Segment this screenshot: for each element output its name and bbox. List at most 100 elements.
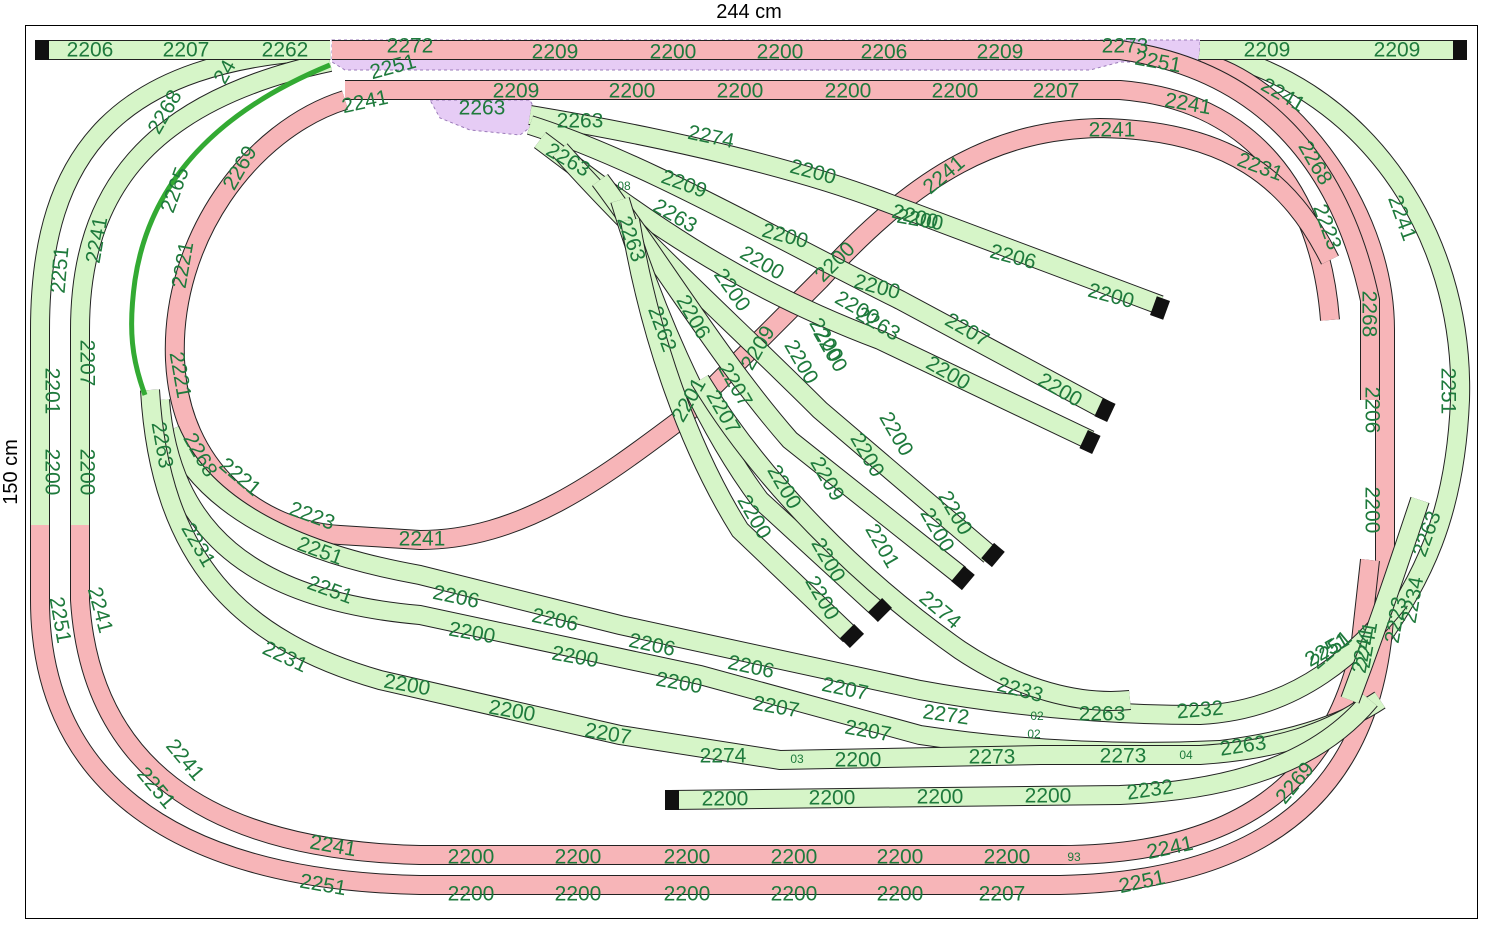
middle-run-3[interactable] xyxy=(141,389,1365,770)
selected-track-highlight[interactable] xyxy=(129,62,331,396)
turnout-area-inner xyxy=(429,99,541,136)
track-label: 2200 xyxy=(1361,487,1384,534)
track-label: 2262 xyxy=(262,39,309,62)
yard-siding-7[interactable] xyxy=(621,218,857,642)
track-label: 2200 xyxy=(382,670,432,701)
track-label: 2200 xyxy=(1025,785,1072,808)
track-label: 2241 xyxy=(82,215,113,265)
track-label: 2200 xyxy=(448,883,495,906)
track-label: 2251 xyxy=(1437,368,1460,415)
track-label: 2200 xyxy=(877,846,924,869)
track-label: 2200 xyxy=(650,41,697,64)
figure-eight-red-track[interactable] xyxy=(165,91,1339,550)
track-label: 2200 xyxy=(76,449,99,496)
yard-lead-curve[interactable] xyxy=(692,375,1131,710)
track-label: 2200 xyxy=(448,846,495,869)
track-label: 2273 xyxy=(1102,35,1149,58)
track-label: 2206 xyxy=(67,39,114,62)
track-label: 2200 xyxy=(917,786,964,809)
track-labels: 2206 2207 2262 2272 2209 2200 2200 2206 2209 2273… xyxy=(41,35,1460,906)
track-label: 2273 xyxy=(969,746,1016,769)
baseboard-outline xyxy=(25,25,1478,919)
track-label: 2207 xyxy=(163,39,210,62)
track-label: 2200 xyxy=(809,787,856,810)
buffer-stop-icon xyxy=(867,597,893,623)
track-label: 2268 xyxy=(1358,291,1381,338)
track-label: 04 xyxy=(1179,748,1193,762)
yard-siding-1[interactable] xyxy=(528,106,1164,314)
track-label: 2272 xyxy=(387,35,434,58)
track-label: 2201 xyxy=(41,368,64,415)
buffer-stop-icon xyxy=(839,623,865,649)
track-label: 08 xyxy=(617,179,631,193)
track-label: 2200 xyxy=(702,788,749,811)
track-label: 2200 xyxy=(877,883,924,906)
track-label: 2265 xyxy=(156,164,194,216)
highlighted-track xyxy=(129,62,331,396)
track-label: 2209 xyxy=(493,80,540,103)
track-label: 2209 xyxy=(532,41,579,64)
buffer-stops xyxy=(35,40,1467,810)
track-label: 02 xyxy=(1030,709,1044,723)
track-label: 2232 xyxy=(1176,697,1225,724)
right-crossover-green[interactable] xyxy=(1341,497,1429,704)
track-label: 2200 xyxy=(922,351,974,394)
track-label: 2206 xyxy=(1361,387,1384,434)
track-label: 2200 xyxy=(664,846,711,869)
track-label: 2241 xyxy=(308,831,358,862)
track-label: 2200 xyxy=(555,846,602,869)
track-label: 2200 xyxy=(717,80,764,103)
track-label: 03 xyxy=(790,752,804,766)
track-pieces xyxy=(30,39,1471,895)
buffer-stop-icon xyxy=(1094,397,1116,423)
track-label: 2200 xyxy=(609,80,656,103)
outer-red-loop[interactable] xyxy=(31,53,1394,894)
track-label: 2200 xyxy=(835,749,882,772)
track-label: 93 xyxy=(1067,850,1081,864)
track-label: 2207 xyxy=(76,340,99,387)
track-label: 2206 xyxy=(987,240,1038,274)
track-label: 2200 xyxy=(771,846,818,869)
track-label: 2241 xyxy=(399,528,446,551)
track-label: 2207 xyxy=(1033,80,1080,103)
track-label: 2241 xyxy=(1089,119,1136,142)
track-label: 2200 xyxy=(555,883,602,906)
top-red-main[interactable] xyxy=(332,41,1379,400)
buffer-stop-icon xyxy=(35,40,49,60)
buffer-stop-icon xyxy=(1150,296,1170,320)
bottom-siding[interactable] xyxy=(669,694,1377,809)
width-dimension: 244 cm xyxy=(716,1,782,23)
track-label: 2273 xyxy=(1100,745,1147,768)
track-label: 2200 xyxy=(984,846,1031,869)
track-label: 2241 xyxy=(1163,89,1213,120)
track-label: 2200 xyxy=(757,41,804,64)
track-label: 2206 xyxy=(861,41,908,64)
second-red-main[interactable] xyxy=(345,81,1339,321)
track-label: 2251 xyxy=(47,246,74,295)
track-label: 2200 xyxy=(664,883,711,906)
track-label: 2200 xyxy=(487,696,537,727)
yard-siding-2[interactable] xyxy=(527,116,1110,418)
middle-run-1[interactable] xyxy=(161,426,1408,725)
track-label: 2209 xyxy=(977,41,1024,64)
buffer-stop-icon xyxy=(981,542,1005,568)
track-label: 2200 xyxy=(895,205,945,236)
track-label: 2274 xyxy=(700,745,747,768)
track-label: 2200 xyxy=(771,883,818,906)
track-label: 2263 xyxy=(459,97,506,120)
track-label: 2200 xyxy=(932,80,979,103)
track-label: 2209 xyxy=(1374,39,1421,62)
buffer-stop-icon xyxy=(1079,429,1101,455)
track-label: 2207 xyxy=(979,883,1026,906)
track-label: 2209 xyxy=(1244,39,1291,62)
buffer-stop-icon xyxy=(1453,40,1467,60)
track-label: 02 xyxy=(1027,727,1041,741)
outer-right-green-track[interactable] xyxy=(1198,41,1470,645)
buffer-stop-icon xyxy=(665,790,679,810)
track-label: 2263 xyxy=(1079,703,1126,726)
track-label: 2207 xyxy=(583,719,633,750)
inner-left-green-track[interactable] xyxy=(71,53,332,525)
track-label: 2263 xyxy=(557,110,604,133)
buffer-stop-icon xyxy=(951,565,975,591)
